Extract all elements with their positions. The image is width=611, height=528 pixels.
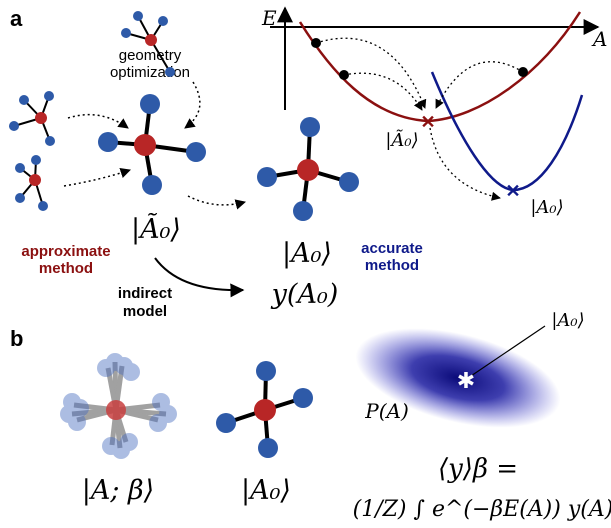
geometry-label: geometry (119, 47, 182, 64)
molecule-reference (216, 361, 313, 458)
config-axis-label: A (591, 27, 607, 51)
approx-ket: |Ã₀⟩ (131, 212, 181, 245)
energy-plot: E A ✕ ✕ |Ã₀⟩ |A₀⟩ (261, 6, 607, 218)
reference-ket: |A₀⟩ (241, 475, 291, 506)
accurate-label: accurate (361, 240, 423, 257)
accurate-energy-curve (430, 71, 584, 192)
y-of-a0: y(A₀) (271, 279, 339, 310)
refine-arrow (187, 195, 247, 210)
molecule-left-bottom (15, 155, 48, 211)
molecule-accurate (257, 117, 359, 221)
true-ket: |A₀⟩ (282, 238, 332, 269)
plot-approx-ket: |Ã₀⟩ (385, 129, 418, 151)
distribution-blob (355, 328, 561, 428)
energy-axis-label: E (261, 6, 277, 30)
expectation-lhs: ⟨y⟩β = (438, 454, 518, 484)
approximate-label: approximate (21, 243, 110, 260)
accurate-min-marker: ✕ (505, 181, 520, 202)
expectation-rhs: (1/Z) ∫ e^(−βE(A)) y(A) (353, 497, 611, 522)
panel-label-b: b (10, 326, 23, 351)
molecule-approx (98, 94, 206, 195)
approx-min-marker: ✕ (420, 112, 435, 133)
panel-label-a: a (10, 6, 23, 31)
plot-true-ket: |A₀⟩ (530, 197, 563, 218)
approx-energy-curve (298, 11, 582, 123)
molecule-ensemble (60, 353, 177, 459)
opt-arrow-bottom (63, 168, 131, 187)
molecule-left-mid (9, 91, 55, 146)
optimization-label: optimization (110, 64, 190, 81)
indirect-model-label: model (123, 303, 167, 320)
opt-arrow-mid (67, 113, 129, 129)
accurate-method-label: method (365, 257, 419, 274)
ensemble-ket: |A; β⟩ (82, 475, 154, 506)
approximate-method-label: method (39, 260, 93, 277)
distribution-label: P(A) (364, 399, 409, 423)
distribution: ✱ |A₀⟩ P(A) (355, 310, 585, 428)
distribution-center-marker: ✱ (457, 369, 475, 394)
indirect-model-arrow (154, 257, 245, 298)
distribution-ket: |A₀⟩ (551, 310, 584, 331)
molecule-top (121, 11, 175, 77)
opt-arrow-top (184, 81, 201, 129)
indirect-label: indirect (118, 285, 172, 302)
